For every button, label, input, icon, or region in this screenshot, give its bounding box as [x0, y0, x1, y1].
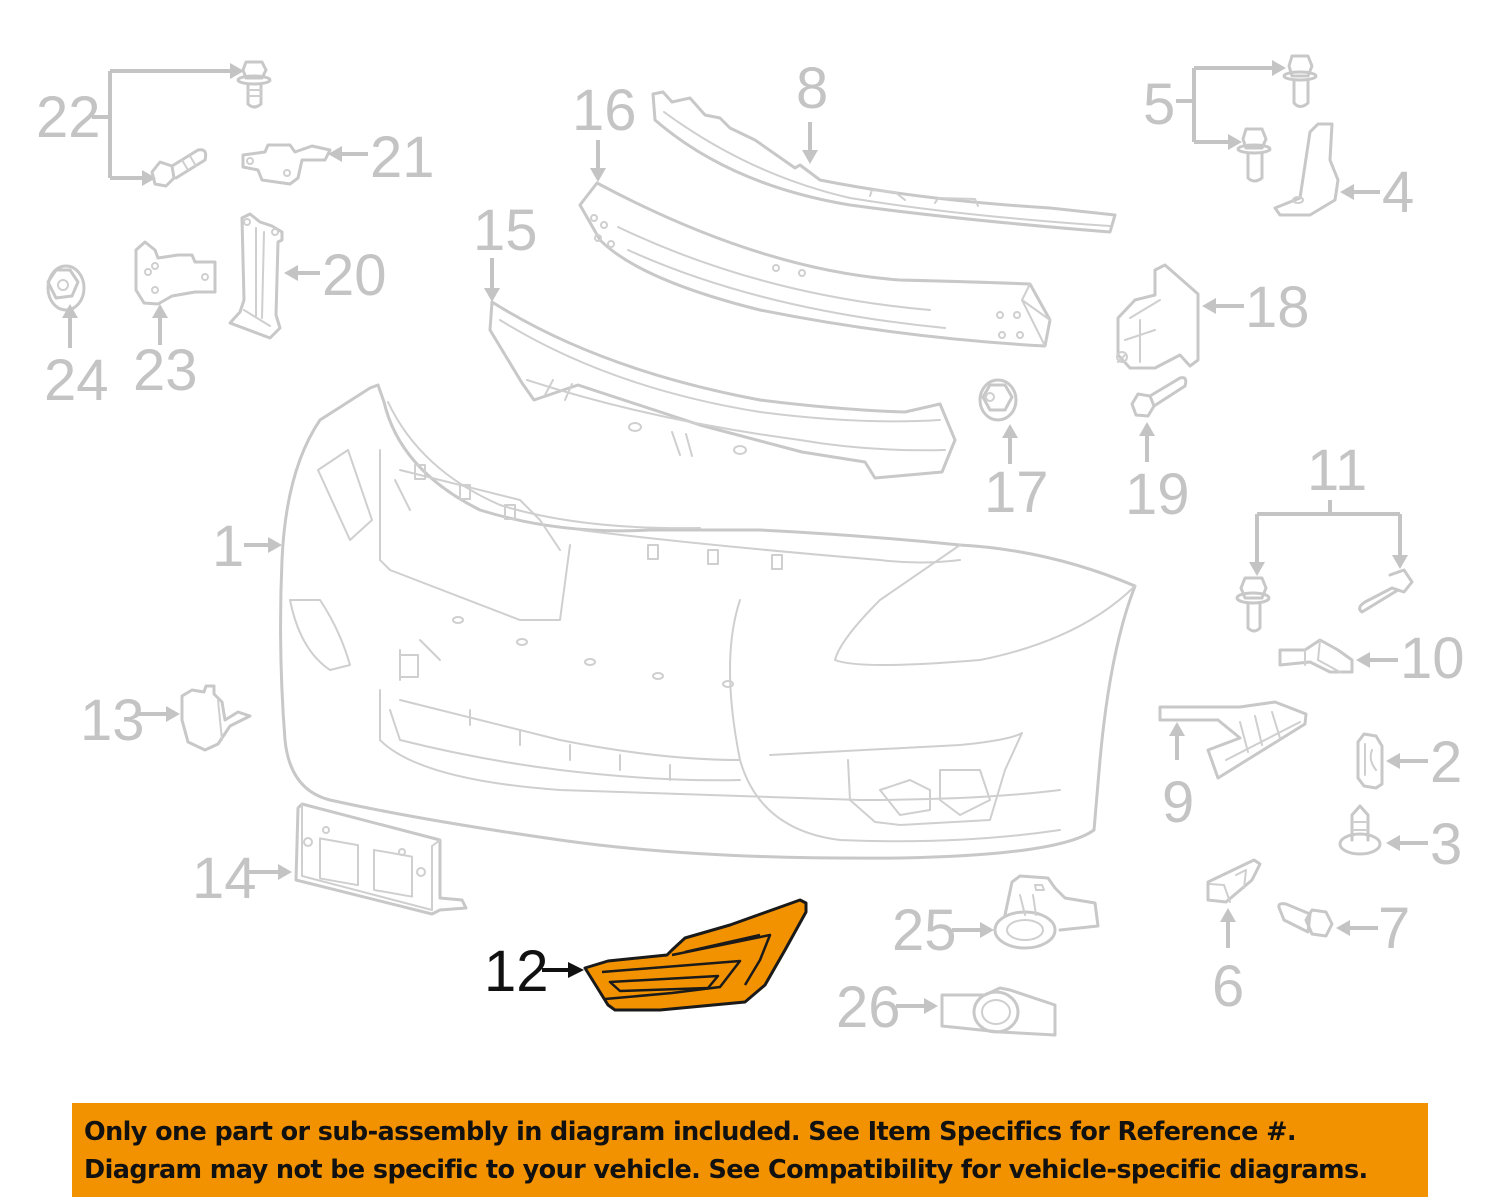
disclaimer-banner: Only one part or sub-assembly in diagram…	[72, 1103, 1428, 1197]
callout-25: 25	[892, 898, 957, 963]
callout-16: 16	[572, 78, 637, 143]
part-3-clip: 3	[1338, 804, 1462, 877]
part-4-bracket: 4	[1273, 122, 1414, 225]
callout-14: 14	[192, 846, 257, 911]
disclaimer-line-2: Diagram may not be specific to your vehi…	[84, 1155, 1368, 1185]
part-6-retainer: 6	[1206, 858, 1262, 1019]
part-10-bracket: 10	[1278, 626, 1465, 691]
part-20-bracket: 20	[228, 212, 387, 340]
callout-18: 18	[1245, 275, 1310, 340]
callout-15: 15	[473, 198, 538, 263]
part-17-nut: 17	[978, 378, 1049, 525]
part-12-shape	[583, 898, 808, 1012]
callout-8: 8	[796, 56, 828, 121]
part-7-bolt: 7	[1277, 896, 1410, 961]
part-1-bumper-cover: 1	[212, 383, 1137, 860]
part-9-bracket: 9	[1158, 700, 1308, 835]
part-16-reinforcement: 16	[572, 78, 1052, 348]
callout-3: 3	[1430, 812, 1462, 877]
callout-11: 11	[1307, 438, 1367, 503]
part-24-nut: 24	[44, 264, 109, 413]
part-13-cap: 13	[80, 684, 252, 753]
callout-5: 5	[1143, 72, 1175, 137]
callout-2: 2	[1430, 730, 1462, 795]
part-2-clip: 2	[1356, 730, 1462, 795]
part-18-bracket: 18	[1116, 263, 1310, 370]
parts-diagram: 22 21 24 23	[36, 54, 1465, 1040]
callout-12: 12	[484, 939, 549, 1004]
callout-21: 21	[370, 125, 435, 190]
part-11-bolts: 11	[1235, 438, 1414, 633]
part-23-bracket: 23	[133, 240, 217, 403]
callout-7: 7	[1378, 896, 1410, 961]
part-26-sensor: 26	[836, 975, 1057, 1040]
callout-10: 10	[1400, 626, 1465, 691]
disclaimer-line-1: Only one part or sub-assembly in diagram…	[84, 1117, 1297, 1147]
callout-19: 19	[1125, 462, 1190, 527]
part-25-sensor: 25	[892, 874, 1100, 963]
callout-23: 23	[133, 338, 198, 403]
callout-4: 4	[1382, 160, 1414, 225]
callout-13: 13	[80, 688, 145, 753]
part-5-bolts: 5	[1143, 54, 1318, 183]
part-12-highlighted-fog-lamp-bezel[interactable]: 12	[484, 898, 808, 1012]
part-8-upper-strip: 8	[651, 56, 1117, 234]
part-15-lower-strip: 15	[473, 198, 957, 480]
callout-17: 17	[984, 460, 1049, 525]
callout-9: 9	[1162, 770, 1194, 835]
part-19-bolt: 19	[1125, 376, 1190, 527]
part-22-bolts: 22	[36, 60, 272, 188]
callout-26: 26	[836, 975, 901, 1040]
part-21-bracket: 21	[241, 125, 435, 190]
callout-22: 22	[36, 85, 101, 150]
callout-6: 6	[1212, 954, 1244, 1019]
part-14-bracket: 14	[192, 802, 468, 916]
callout-1: 1	[212, 514, 244, 579]
callout-24: 24	[44, 348, 109, 413]
callout-20: 20	[322, 243, 387, 308]
